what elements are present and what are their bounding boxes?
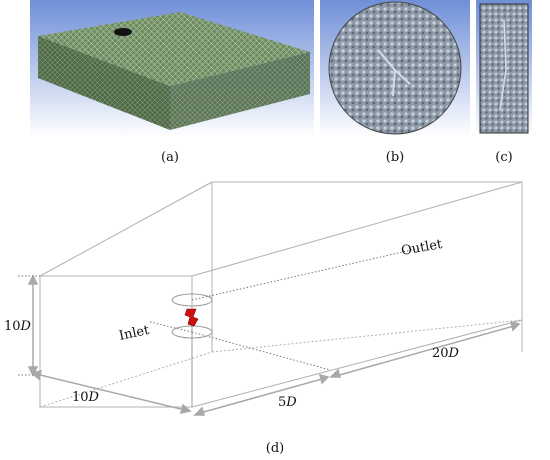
turbine-icon xyxy=(184,308,199,407)
caption-d: (d) xyxy=(266,441,284,456)
domain-box xyxy=(39,181,523,408)
box-top-face xyxy=(38,12,310,86)
box-right-face xyxy=(170,52,310,130)
caption-a: (a) xyxy=(161,150,179,165)
height-dimension xyxy=(27,274,39,377)
blade-side-icon xyxy=(499,19,507,111)
label-width: 10D xyxy=(72,390,100,405)
domain-diagram: 10D 10D 5D 20D Inlet Outlet (d) xyxy=(4,181,523,456)
panel-b-rotor-disc xyxy=(320,0,470,137)
rotor-disc xyxy=(328,1,462,135)
label-inlet: Inlet xyxy=(118,323,152,344)
width-dimension xyxy=(30,370,192,414)
label-height: 10D xyxy=(4,319,32,334)
upstream-dimension xyxy=(193,373,330,416)
panel-c-side-view xyxy=(476,0,532,137)
downstream-dimension xyxy=(329,320,521,378)
label-downstream: 20D xyxy=(432,346,460,361)
upper-ring xyxy=(171,293,213,307)
caption-b: (b) xyxy=(385,150,405,165)
panel-a-mesh-box xyxy=(30,0,314,137)
label-upstream: 5D xyxy=(278,395,297,410)
box-front-face xyxy=(38,36,170,130)
blade-icon xyxy=(377,49,411,97)
caption-c: (c) xyxy=(495,150,513,165)
label-outlet: Outlet xyxy=(400,237,444,259)
turbine-hole-icon xyxy=(114,28,132,36)
